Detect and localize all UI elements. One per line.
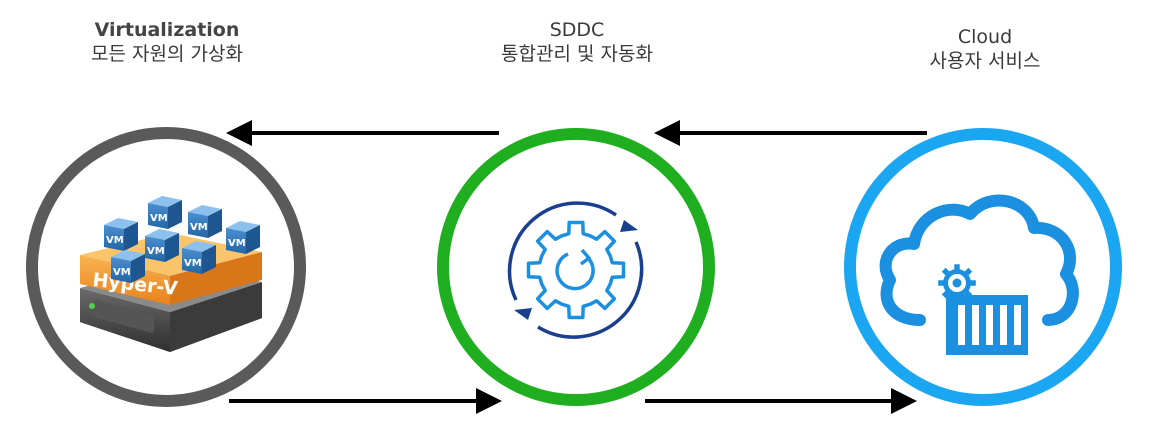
vm-label: VM	[113, 267, 131, 278]
arrow-sddc-to-cloud	[645, 388, 917, 414]
vm-cube: VM	[182, 241, 216, 274]
vm-label: VM	[228, 238, 246, 249]
arrow-cloud-to-sddc	[654, 120, 927, 146]
vm-label: VM	[106, 235, 124, 246]
cloud-ring	[844, 128, 1122, 406]
vm-label: VM	[184, 258, 202, 269]
cloud-subtitle: 사용자 서비스	[929, 50, 1041, 72]
arrow-virtualization-to-sddc	[229, 388, 502, 414]
vm-cube: VM	[111, 250, 145, 283]
vm-label: VM	[190, 222, 208, 233]
virtualization-subtitle: 모든 자원의 가상화	[91, 43, 243, 65]
sync-gear-icon	[507, 201, 644, 339]
vm-cube: VM	[226, 221, 260, 254]
sddc-subtitle: 통합관리 및 자동화	[501, 43, 653, 65]
vm-label: VM	[150, 213, 168, 224]
cloud-title: Cloud	[957, 26, 1013, 48]
cloud-gear-building-icon	[879, 194, 1079, 355]
sddc-ring	[437, 128, 715, 406]
vm-cube: VM	[104, 218, 138, 251]
virtualization-title: Virtualization	[94, 19, 240, 41]
vm-label: VM	[147, 246, 165, 257]
vm-cube: VM	[145, 229, 179, 262]
sddc-title: SDDC	[549, 19, 605, 41]
virtualization-label: Virtualization 모든 자원의 가상화	[37, 18, 297, 66]
vm-cube: VM	[188, 205, 222, 238]
sddc-label: SDDC 통합관리 및 자동화	[447, 18, 707, 66]
cloud-label: Cloud 사용자 서비스	[855, 25, 1115, 73]
vm-cube: VM	[148, 196, 182, 229]
arrow-sddc-to-virtualization	[226, 120, 499, 146]
